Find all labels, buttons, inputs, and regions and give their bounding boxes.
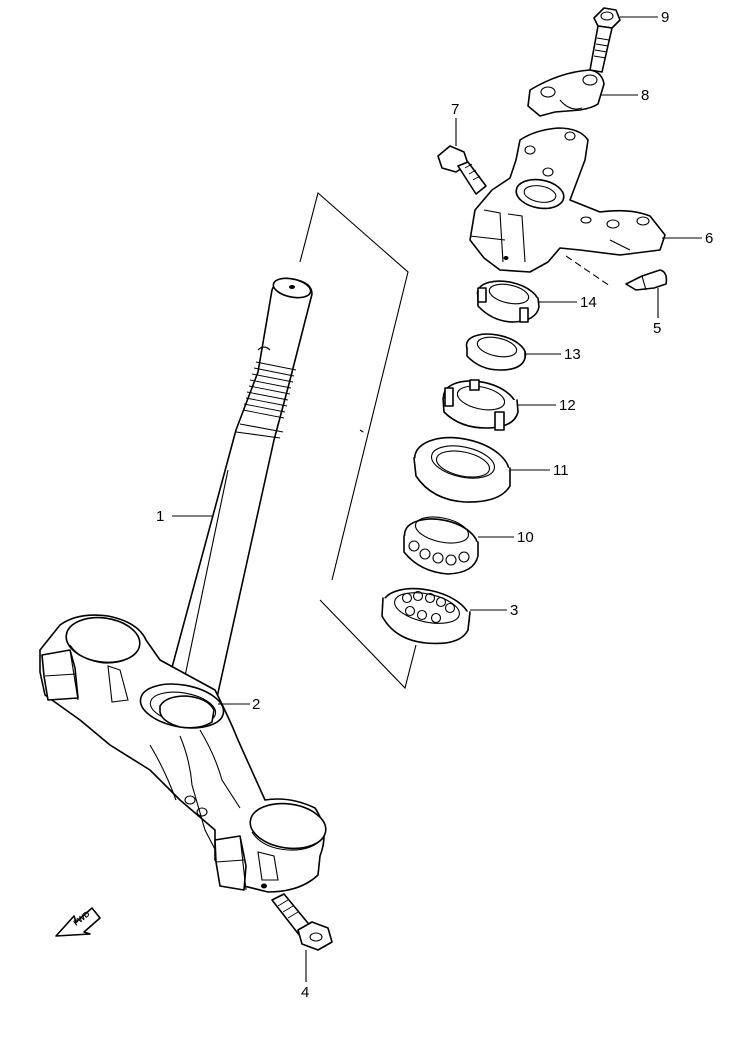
callout-3: 3: [510, 602, 518, 619]
callout-4: 4: [301, 984, 309, 1001]
callout-5: 5: [653, 320, 661, 337]
stem-nut: [442, 379, 519, 431]
dust-seal: [413, 436, 511, 503]
handlebar-holder: [527, 69, 605, 117]
callout-9: 9: [661, 9, 669, 26]
lock-nut: [476, 280, 540, 323]
upper-bracket: [469, 127, 666, 287]
callout-12: 12: [559, 397, 576, 414]
upper-bearing: [403, 516, 479, 575]
bolt-4: [271, 893, 333, 951]
bolt-5: [625, 269, 668, 291]
lower-bearing: [381, 587, 471, 645]
lower-bracket: [39, 614, 327, 893]
fwd-arrow-icon: FWD: [55, 907, 101, 937]
washer: [465, 333, 527, 371]
callout-6: 6: [705, 230, 713, 247]
assembly-frame: [299, 191, 417, 690]
bolt-9: [589, 7, 621, 73]
leader-lines: [172, 16, 702, 982]
callout-7: 7: [451, 101, 459, 118]
callout-13: 13: [564, 346, 581, 363]
bearing-balls-lower: [401, 590, 456, 624]
callout-1: 1: [156, 508, 164, 525]
callout-2: 2: [252, 696, 260, 713]
bolt-7: [437, 145, 487, 195]
callout-8: 8: [641, 87, 649, 104]
callout-labels: 1 2 3 4 5 6 7 8 9 10 11 12 13 14: [156, 9, 713, 1001]
bearing-balls-upper: [408, 540, 470, 566]
callout-10: 10: [517, 529, 534, 546]
callout-11: 11: [553, 462, 569, 479]
stem-threads: [242, 361, 297, 419]
steering-stem-shaft: [159, 277, 313, 721]
callout-14: 14: [580, 294, 597, 311]
